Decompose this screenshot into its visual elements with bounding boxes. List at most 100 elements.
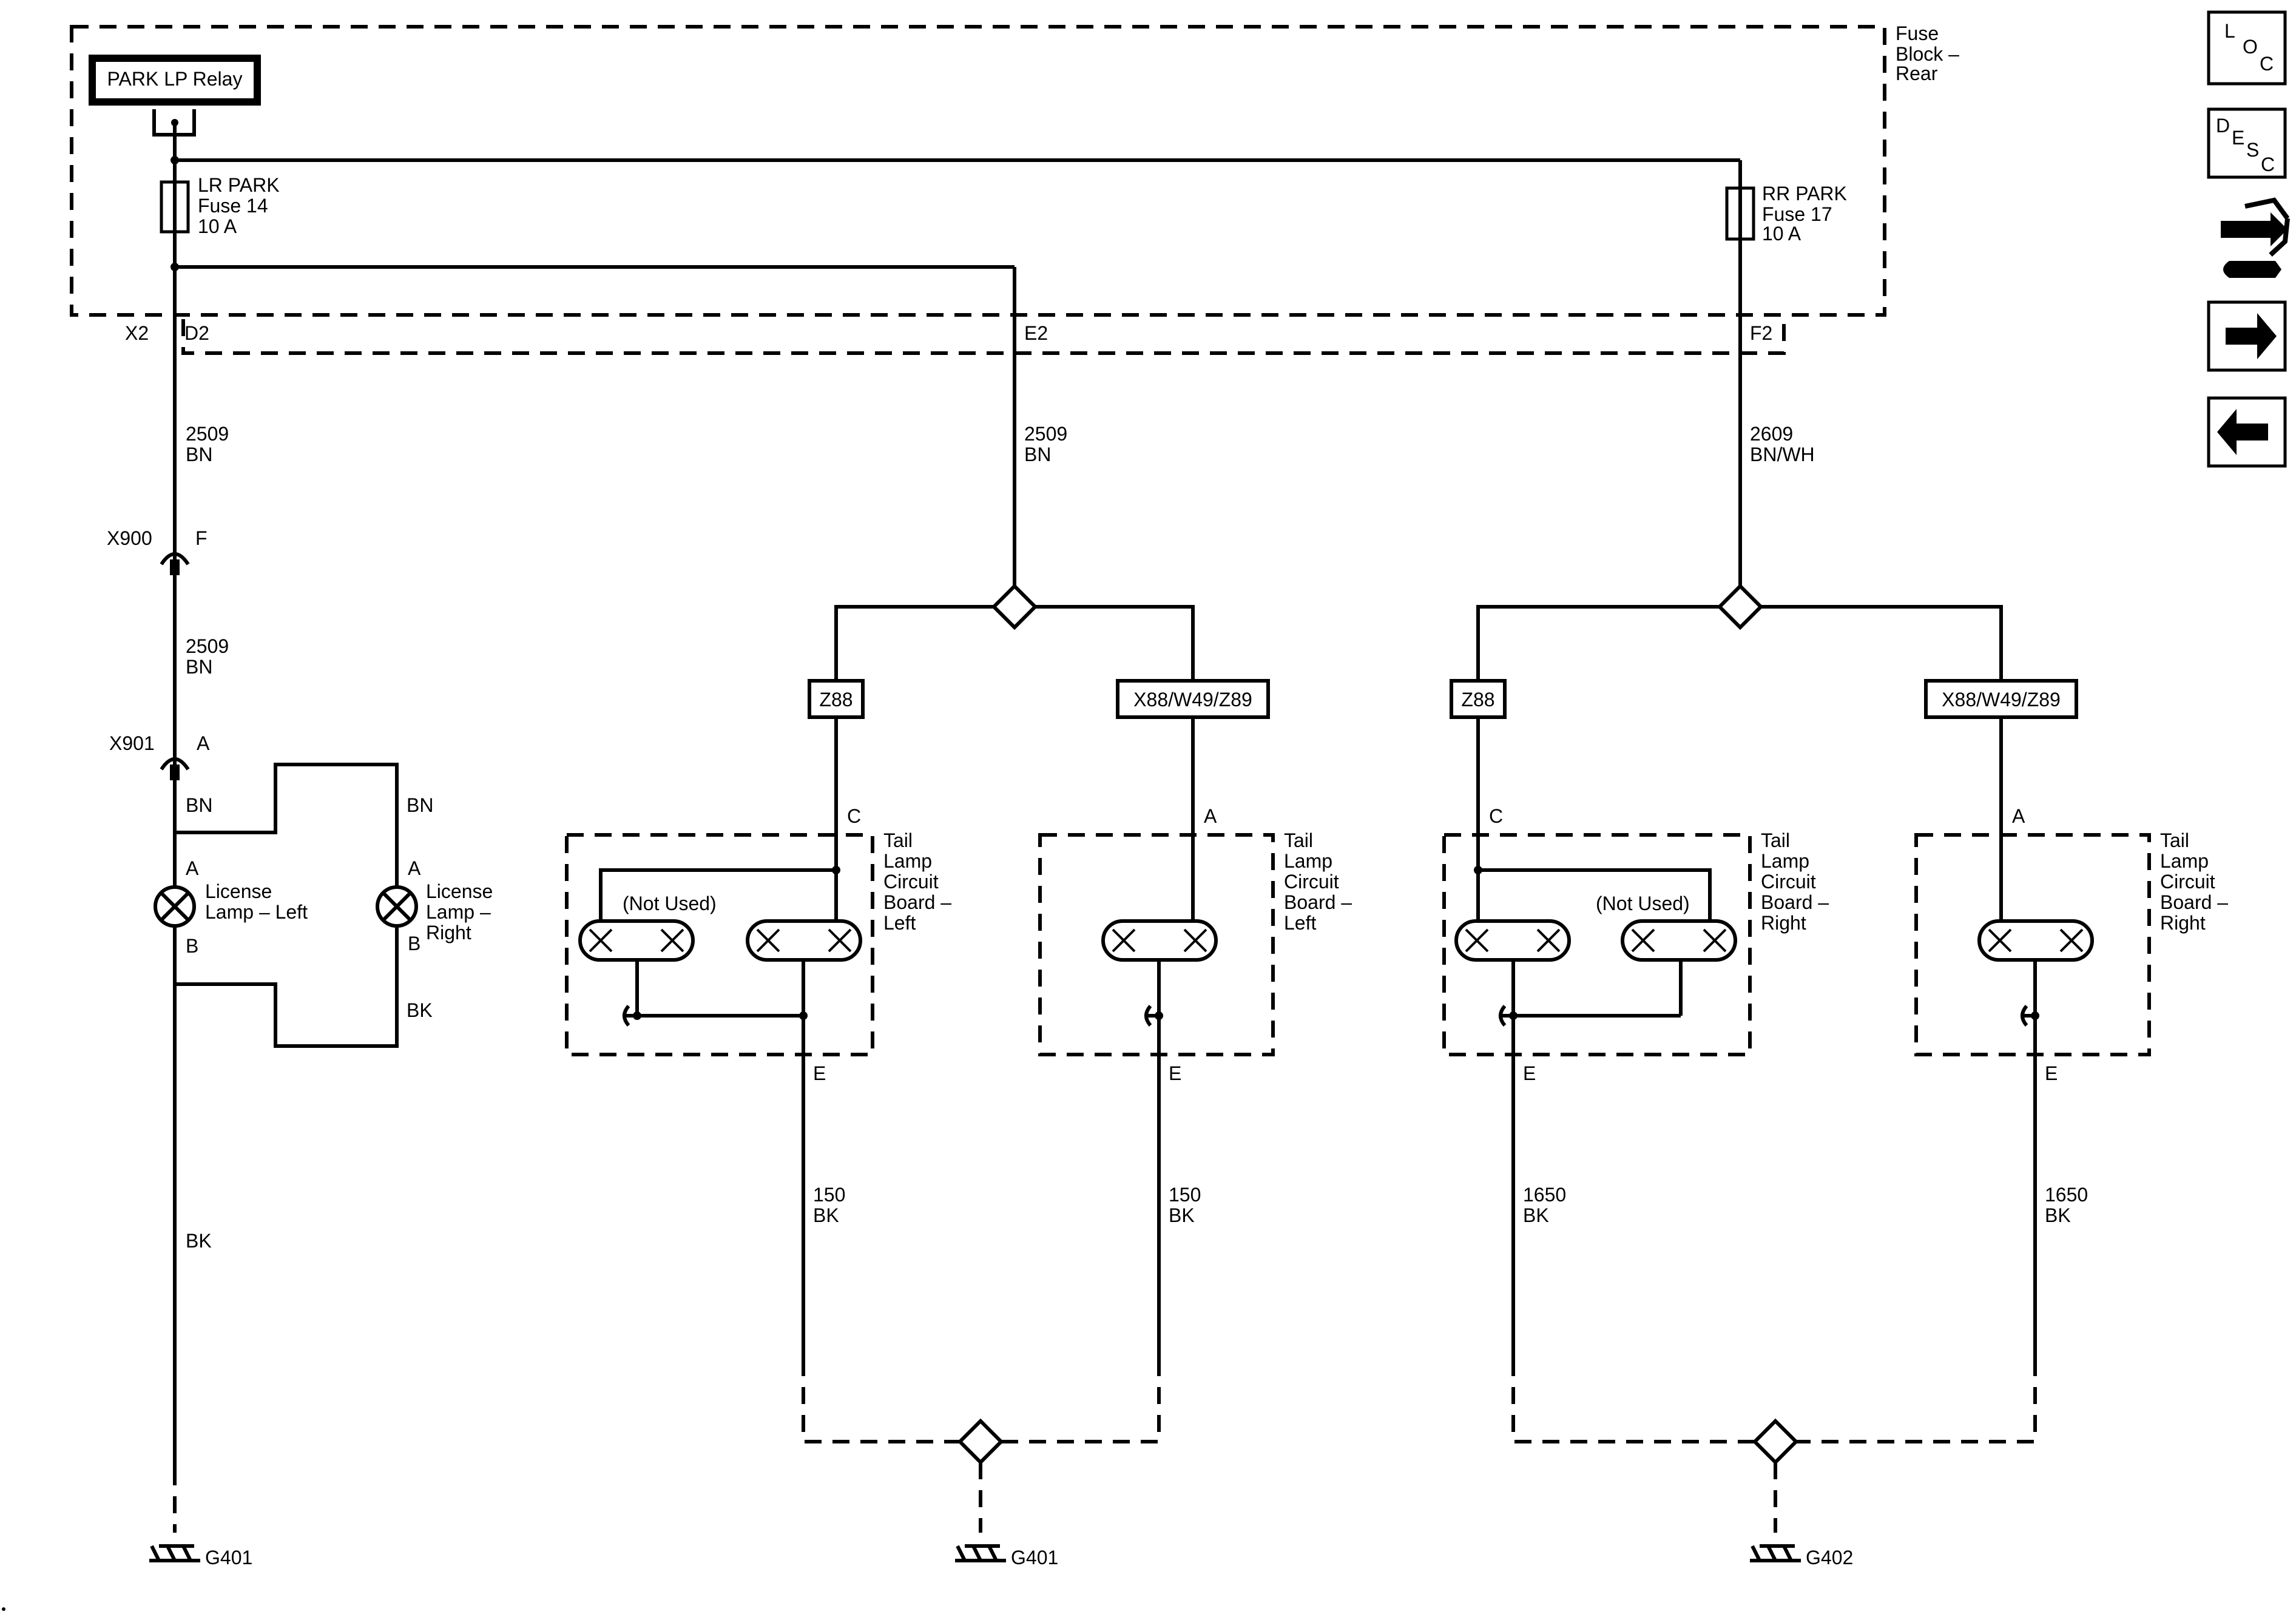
board-label: Lamp	[1284, 850, 1332, 872]
led-pair-icon	[1977, 919, 2094, 962]
board-label: Circuit	[1284, 871, 1339, 893]
license-lamp-right-label: License	[426, 880, 493, 902]
fuse-14-name: LR PARK	[198, 174, 280, 196]
board-label: Left	[1284, 912, 1316, 934]
circuit-number: 2509	[186, 423, 229, 445]
fuse-block-label: Fuse	[1896, 22, 1939, 44]
arrow-left-icon	[2217, 409, 2268, 455]
svg-text:D: D	[2216, 115, 2230, 137]
circuit-number: 2609	[1750, 423, 1793, 445]
led-pair-icon	[746, 919, 862, 962]
location-button[interactable]: L O C	[2207, 10, 2287, 86]
option-x88-box	[1924, 679, 2078, 719]
circuit-color: BK	[2045, 1204, 2071, 1226]
circuit-number: 150	[813, 1184, 845, 1206]
svg-text:E: E	[2232, 127, 2244, 149]
ground-label: G402	[1806, 1547, 1853, 1568]
lamp-pin-a: A	[186, 857, 199, 879]
option-x88-box	[1116, 679, 1270, 719]
fuse-17-rating: 10 A	[1762, 223, 1801, 245]
option-z88-label: Z88	[819, 689, 853, 711]
ground-label: G401	[1011, 1547, 1058, 1568]
board-label: Right	[2160, 912, 2206, 934]
ground-symbol-icon	[955, 1544, 1006, 1562]
board-label: Tail	[883, 829, 913, 851]
next-page-button[interactable]	[2207, 300, 2287, 372]
tail-lamp-board-right	[1914, 833, 2151, 1056]
board-label: Circuit	[1761, 871, 1816, 893]
ground-symbol-icon	[1750, 1544, 1801, 1562]
lamp-pin-b: B	[408, 933, 420, 954]
fuse-17-number: Fuse 17	[1762, 203, 1832, 225]
arrow-right-icon	[2226, 313, 2277, 359]
connector-wrench-icon[interactable]	[2221, 197, 2290, 278]
board-pin-e: E	[2045, 1062, 2058, 1084]
fuse-14-rating: 10 A	[198, 215, 237, 237]
license-lamp-right-label: Right	[426, 922, 471, 944]
ground-symbol-icon	[149, 1544, 200, 1562]
fuse-14-number: Fuse 14	[198, 195, 268, 217]
license-lamp-right-label: Lamp –	[426, 901, 491, 923]
connector-d2-pin: D2	[184, 322, 209, 344]
connector-x901-label: X901	[109, 732, 155, 754]
description-button[interactable]: D E S C	[2207, 107, 2287, 179]
license-lamp-left-label: License	[205, 880, 272, 902]
board-pin-c: C	[1489, 805, 1503, 827]
svg-text:S: S	[2246, 139, 2259, 161]
tail-lamp-board-right	[1442, 833, 1752, 1056]
board-label: Left	[883, 912, 916, 934]
fuse-block-label: Rear	[1896, 62, 1938, 84]
splice-diamond	[1752, 1418, 1799, 1465]
lamp-pin-a: A	[408, 857, 421, 879]
fuse-block-label: Block –	[1896, 43, 1959, 65]
circuit-number: 1650	[2045, 1184, 2088, 1206]
circuit-color: BK	[1169, 1204, 1195, 1226]
board-pin-e: E	[1169, 1062, 1181, 1084]
board-label: Lamp	[1761, 850, 1809, 872]
ground-label: G401	[205, 1547, 252, 1568]
board-label: Board –	[883, 891, 951, 913]
led-pair-icon	[1454, 919, 1571, 962]
connector-e2-pin: E2	[1024, 322, 1048, 344]
board-pin-e: E	[1523, 1062, 1536, 1084]
connector-x2-boundary	[181, 319, 1786, 355]
circuit-color: BN	[186, 444, 212, 465]
connector-x900-symbol	[160, 552, 190, 565]
board-pin-c: C	[847, 805, 861, 827]
splice-diamond	[1717, 583, 1764, 630]
board-label: Board –	[1284, 891, 1352, 913]
tail-lamp-board-left	[1038, 833, 1275, 1056]
license-lamp-left-label: Lamp – Left	[205, 901, 308, 923]
board-label: Tail	[1761, 829, 1790, 851]
circuit-color: BK	[813, 1204, 839, 1226]
svg-text:L: L	[2224, 20, 2235, 42]
splice-diamond	[991, 583, 1038, 630]
svg-text:C: C	[2261, 154, 2275, 175]
circuit-color: BN	[186, 656, 212, 678]
option-z88-label: Z88	[1461, 689, 1494, 711]
connector-x901-pin: A	[197, 732, 210, 754]
connector-x900-label: X900	[107, 527, 152, 549]
not-used-label: (Not Used)	[623, 893, 717, 914]
circuit-color: BK	[1523, 1204, 1549, 1226]
option-z88-box	[808, 679, 865, 719]
circuit-number: 150	[1169, 1184, 1201, 1206]
wire-color: BK	[186, 1230, 212, 1252]
license-lamp-harness	[182, 926, 399, 1048]
board-label: Board –	[2160, 891, 2228, 913]
board-pin-a: A	[2012, 805, 2025, 827]
splice-diamond	[957, 1418, 1004, 1465]
park-lp-relay-box	[89, 55, 261, 106]
board-label: Lamp	[2160, 850, 2209, 872]
board-label: Tail	[2160, 829, 2189, 851]
circuit-number: 2509	[1024, 423, 1067, 445]
board-label: Board –	[1761, 891, 1829, 913]
park-lp-relay-label: PARK LP Relay	[107, 68, 243, 90]
led-pair-icon	[1621, 919, 1737, 962]
connector-x2-label: X2	[125, 322, 149, 344]
previous-page-button[interactable]	[2207, 396, 2287, 468]
tail-lamp-board-left	[565, 833, 874, 1056]
board-label: Tail	[1284, 829, 1313, 851]
led-pair-icon	[578, 919, 695, 962]
